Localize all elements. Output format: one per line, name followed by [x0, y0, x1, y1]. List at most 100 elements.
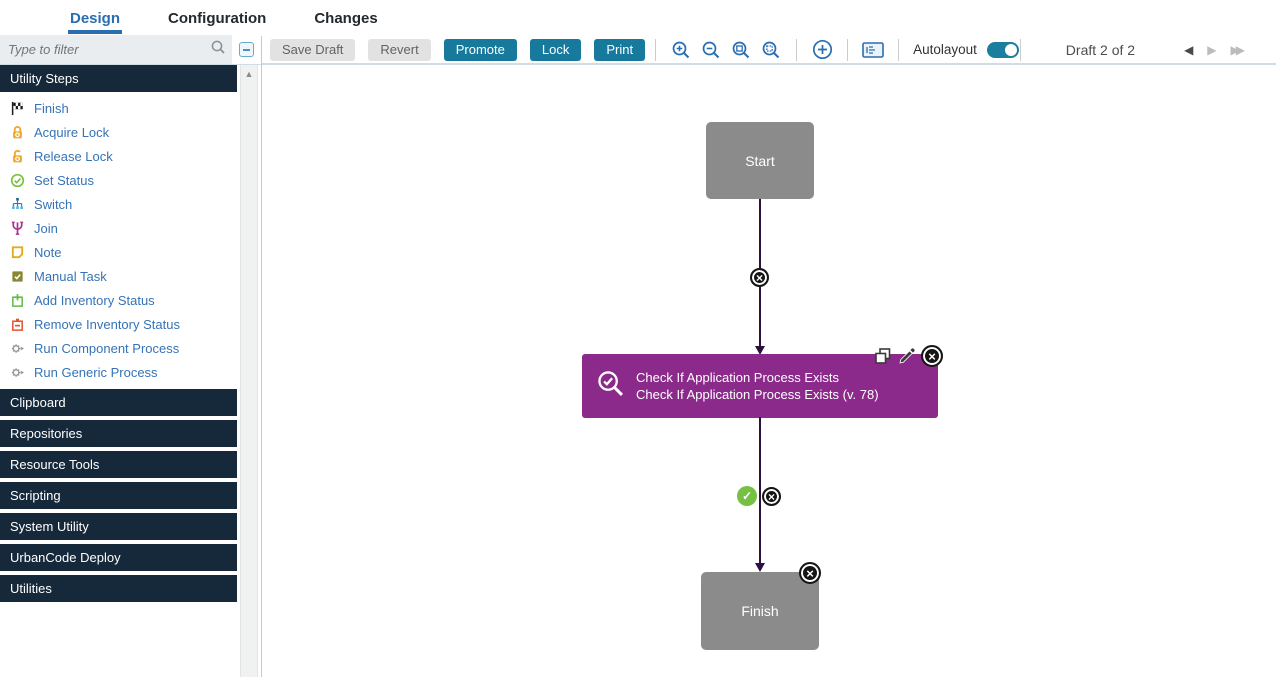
finish-flag-icon — [8, 100, 26, 116]
palette-section-system-utility[interactable]: System Utility — [0, 513, 237, 540]
draft-version-label: Draft 2 of 2 — [1065, 41, 1136, 58]
filter-input-wrap — [0, 35, 232, 64]
magnifier-check-icon — [596, 369, 626, 404]
palette-item-join[interactable]: Join — [0, 216, 237, 240]
autolayout-label: Autolayout — [913, 42, 977, 57]
palette-item-label: Note — [34, 244, 62, 260]
copy-step-icon[interactable] — [874, 347, 892, 365]
switch-branch-icon — [8, 196, 26, 212]
palette-item-note[interactable]: Note — [0, 240, 237, 264]
step-version: Check If Application Process Exists (v. … — [636, 387, 879, 402]
palette-item-acquire-lock[interactable]: Acquire Lock — [0, 120, 237, 144]
lock-open-icon — [8, 148, 26, 164]
delete-step-icon[interactable]: × — [921, 345, 943, 367]
join-merge-icon — [8, 220, 26, 236]
autolayout-toggle[interactable] — [986, 41, 1019, 58]
draft-prev-icon[interactable]: ◀ — [1184, 42, 1194, 57]
palette-item-run-component-process[interactable]: Run Component Process — [0, 336, 237, 360]
finish-node-label: Finish — [741, 603, 779, 619]
tab-design-label: Design — [70, 9, 121, 27]
palette-item-label: Run Generic Process — [34, 364, 158, 380]
palette-section-clipboard[interactable]: Clipboard — [0, 389, 237, 416]
revert-button[interactable]: Revert — [368, 38, 431, 61]
palette-item-run-generic-process[interactable]: Run Generic Process — [0, 360, 237, 384]
zoom-in-icon[interactable] — [669, 38, 693, 62]
tab-design[interactable]: Design — [67, 0, 123, 36]
save-draft-button[interactable]: Save Draft — [270, 38, 356, 61]
palette-item-label: Acquire Lock — [34, 124, 110, 140]
palette-item-finish[interactable]: Finish — [0, 96, 237, 120]
zoom-fit-icon[interactable] — [729, 38, 753, 62]
tab-changes-label: Changes — [314, 9, 378, 27]
toolbar-separator — [796, 38, 798, 61]
palette-sidebar: Utility Steps Finish Acquir — [0, 35, 262, 677]
zoom-actual-icon[interactable] — [759, 38, 783, 62]
palette-item-label: Run Component Process — [34, 340, 180, 356]
run-process-gear-icon — [8, 340, 26, 356]
edge-step-to-finish[interactable] — [759, 417, 761, 568]
add-inventory-icon — [8, 292, 26, 308]
status-check-icon — [8, 172, 26, 188]
search-icon — [210, 39, 226, 60]
palette-section-scripting[interactable]: Scripting — [0, 482, 237, 509]
palette-item-label: Release Lock — [34, 148, 113, 164]
tab-changes[interactable]: Changes — [314, 0, 377, 36]
print-button[interactable]: Print — [594, 38, 646, 61]
palette-item-label: Add Inventory Status — [34, 292, 155, 308]
palette-section-utilities[interactable]: Utilities — [0, 575, 237, 602]
palette-section-utility-steps[interactable]: Utility Steps — [0, 65, 237, 92]
edge-arrowhead-icon — [755, 563, 765, 572]
palette-scrollbar[interactable]: ▲ — [240, 65, 258, 677]
palette-item-label: Join — [34, 220, 58, 236]
designer-toolbar: Save Draft Revert Promote Lock Print — [262, 36, 1276, 65]
palette-item-label: Set Status — [34, 172, 94, 188]
process-canvas[interactable]: Start × Check If Application Process Exi… — [262, 65, 1276, 677]
scroll-up-arrow-icon[interactable]: ▲ — [244, 69, 254, 79]
palette-section-repositories[interactable]: Repositories — [0, 420, 237, 447]
palette-item-release-lock[interactable]: Release Lock — [0, 144, 237, 168]
delete-finish-node-icon[interactable]: × — [799, 562, 821, 584]
palette-item-label: Manual Task — [34, 268, 107, 284]
collapse-panel-wrap — [232, 35, 261, 64]
toolbar-separator — [1019, 38, 1021, 61]
step-node-check-if-application-process-exists[interactable]: Check If Application Process Exists Chec… — [582, 354, 938, 418]
start-node[interactable]: Start — [706, 122, 814, 199]
collapse-panel-icon[interactable] — [239, 42, 254, 57]
palette-item-manual-task[interactable]: Manual Task — [0, 264, 237, 288]
palette-item-add-inventory-status[interactable]: Add Inventory Status — [0, 288, 237, 312]
note-icon — [8, 244, 26, 260]
step-palette: Utility Steps Finish Acquir — [0, 65, 237, 677]
start-node-label: Start — [745, 152, 775, 169]
palette-item-switch[interactable]: Switch — [0, 192, 237, 216]
draft-next-icon[interactable]: ▶ — [1207, 42, 1217, 57]
finish-node[interactable]: Finish — [701, 572, 819, 650]
delete-edge-icon[interactable]: × — [762, 487, 781, 506]
lock-button[interactable]: Lock — [529, 38, 582, 61]
tab-configuration[interactable]: Configuration — [168, 0, 266, 36]
zoom-out-icon[interactable] — [699, 38, 723, 62]
promote-button[interactable]: Promote — [443, 38, 517, 61]
palette-section-resource-tools[interactable]: Resource Tools — [0, 451, 237, 478]
step-node-text: Check If Application Process Exists Chec… — [636, 369, 879, 403]
draft-last-icon[interactable]: ▶▶ — [1230, 42, 1246, 57]
edit-step-icon[interactable] — [897, 347, 916, 366]
properties-panel-icon[interactable] — [861, 38, 885, 62]
add-step-icon[interactable] — [810, 38, 834, 62]
filter-input[interactable] — [8, 42, 206, 57]
toolbar-separator — [847, 38, 849, 61]
step-actions: × — [874, 345, 943, 367]
tab-configuration-label: Configuration — [168, 9, 267, 27]
lock-closed-icon — [8, 124, 26, 140]
run-process-gear-icon — [8, 364, 26, 380]
manual-task-icon — [8, 268, 26, 284]
palette-item-label: Switch — [34, 196, 73, 212]
toggle-knob — [1004, 43, 1017, 56]
palette-item-remove-inventory-status[interactable]: Remove Inventory Status — [0, 312, 237, 336]
success-condition-icon[interactable]: ✓ — [737, 486, 757, 506]
palette-item-set-status[interactable]: Set Status — [0, 168, 237, 192]
delete-edge-icon[interactable]: × — [750, 268, 769, 287]
edge-arrowhead-icon — [755, 346, 765, 355]
palette-items: Finish Acquire Lock Releas — [0, 96, 237, 384]
palette-section-urbancode-deploy[interactable]: UrbanCode Deploy — [0, 544, 237, 571]
